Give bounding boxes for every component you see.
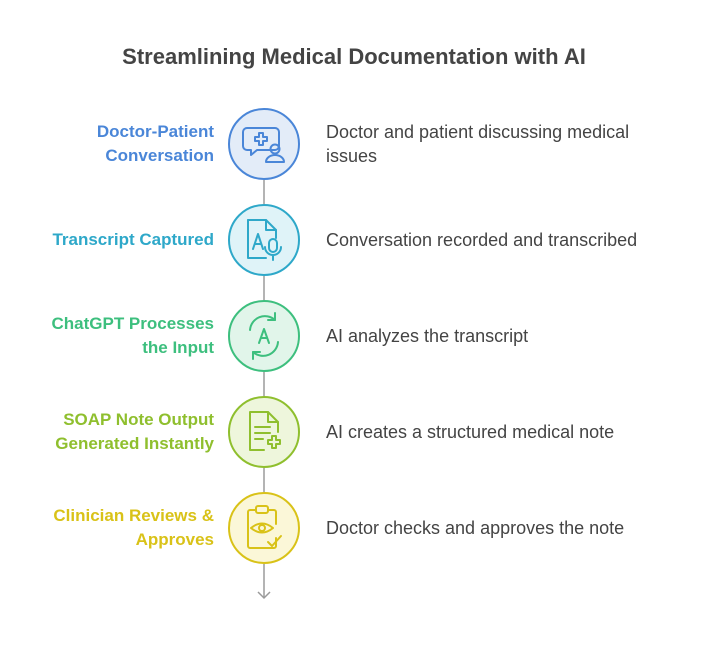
step-description-line: issues [326, 146, 378, 166]
medical-note-icon [249, 411, 281, 451]
step-label-line: ChatGPT Processes [51, 314, 214, 333]
step-description-doctor-patient: Doctor and patient discussing medical is… [326, 120, 686, 168]
step-label-line: SOAP Note Output [63, 410, 214, 429]
step-node-clinician [228, 492, 300, 564]
step-label-line: Generated Instantly [55, 434, 214, 453]
step-description-chatgpt: AI analyzes the transcript [326, 324, 686, 348]
step-label-line: Approves [135, 530, 214, 549]
doctor-patient-icon [242, 127, 285, 163]
step-description-clinician: Doctor checks and approves the note [326, 516, 686, 540]
step-label-doctor-patient: Doctor-Patient Conversation [14, 120, 214, 168]
step-description-line: Conversation recorded and transcribed [326, 230, 638, 250]
clipboard-review-icon [247, 505, 282, 549]
step-node-transcript [228, 204, 300, 276]
step-label-soap-note: SOAP Note Output Generated Instantly [14, 408, 214, 456]
ai-processing-icon [249, 312, 279, 360]
step-node-soap-note [228, 396, 300, 468]
step-label-line: Conversation [105, 146, 214, 165]
step-label-line: the Input [142, 338, 214, 357]
step-label-clinician: Clinician Reviews & Approves [14, 504, 214, 552]
diagram-title: Streamlining Medical Documentation with … [122, 44, 586, 69]
step-description-line: Doctor checks and approves the note [326, 518, 625, 538]
step-label-line: Transcript Captured [52, 230, 214, 249]
step-description-line: AI creates a structured medical note [326, 422, 615, 442]
transcript-microphone-icon [247, 219, 282, 261]
step-node-doctor-patient [228, 108, 300, 180]
step-label-line: Clinician Reviews & [53, 506, 214, 525]
step-description-line: AI analyzes the transcript [326, 326, 529, 346]
step-label-transcript: Transcript Captured [14, 228, 214, 252]
step-description-line: Doctor and patient discussing medical [326, 122, 630, 142]
step-label-line: Doctor-Patient [96, 122, 214, 141]
step-description-soap-note: AI creates a structured medical note [326, 420, 686, 444]
step-label-chatgpt: ChatGPT Processes the Input [14, 312, 214, 360]
step-description-transcript: Conversation recorded and transcribed [326, 228, 686, 252]
arrow-down-icon [257, 591, 271, 600]
step-node-chatgpt [228, 300, 300, 372]
